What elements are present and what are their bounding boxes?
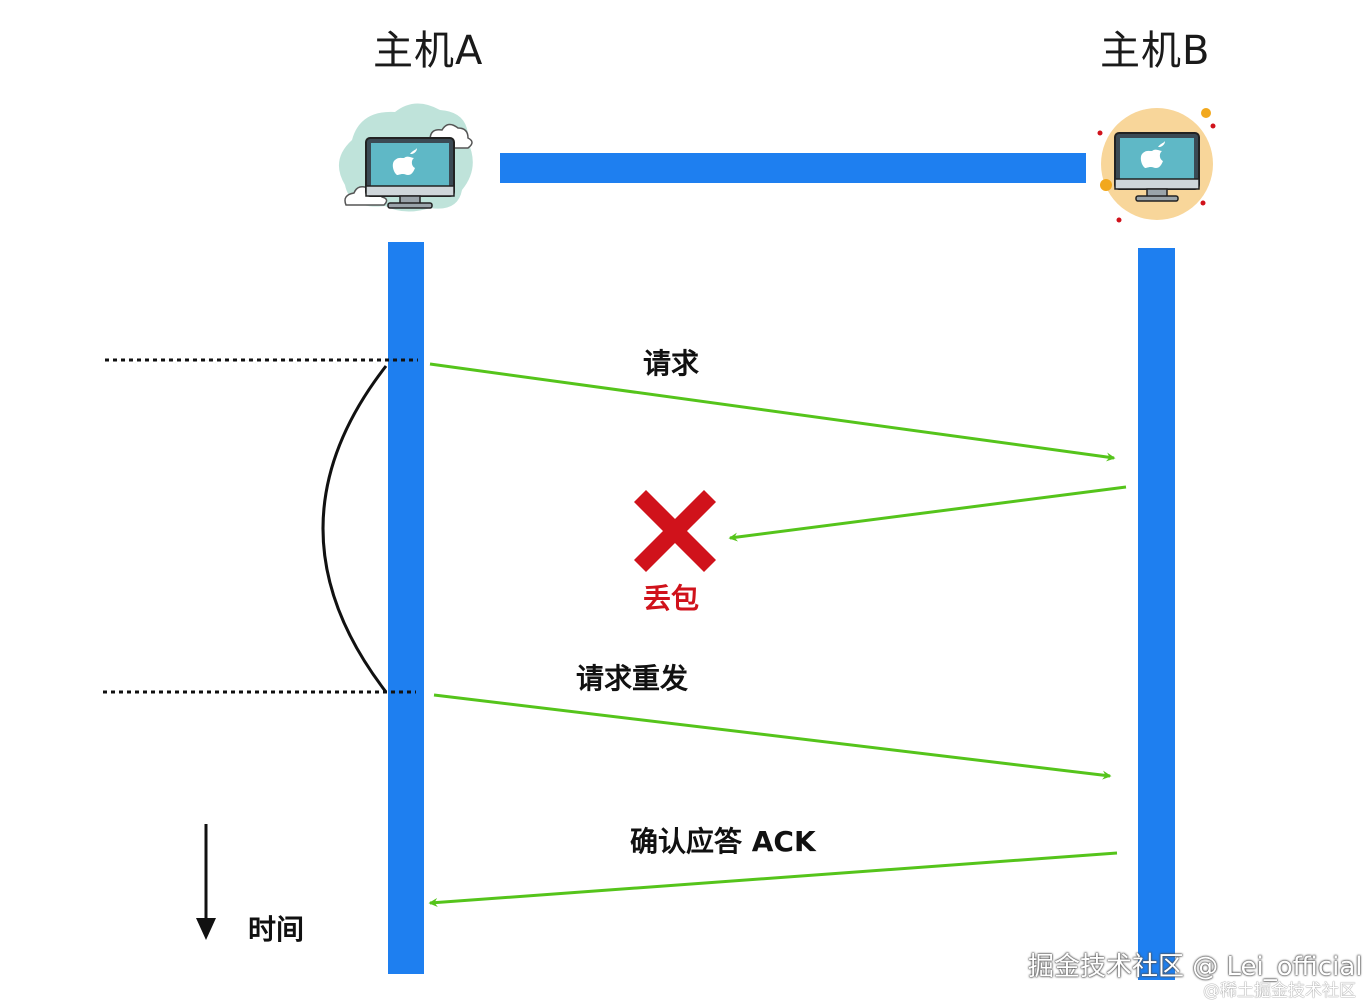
ack-label: 确认应答 ACK [630, 825, 816, 858]
lost-packet-label: 丢包 [643, 582, 700, 615]
watermark-sub: @稀土掘金技术社区 [1203, 981, 1356, 1001]
host-a-computer-icon [338, 103, 473, 212]
host-link-bar [500, 153, 1086, 183]
ack-arrow [428, 851, 1118, 907]
host-b-computer-icon [1097, 108, 1216, 223]
watermark-main: 掘金技术社区 @ Lei_official [1028, 952, 1363, 982]
lifeline-b [1138, 248, 1175, 980]
timeout-arc [321, 365, 388, 693]
resend-label: 请求重发 [576, 662, 689, 695]
lost-cross-icon [633, 489, 717, 573]
resend-arrow [433, 693, 1112, 780]
time-arrow-down-icon [196, 824, 216, 940]
lifeline-a [388, 242, 424, 974]
request-label: 请求 [643, 347, 700, 380]
host-a-title: 主机A [373, 28, 484, 74]
host-b-title: 主机B [1100, 28, 1211, 74]
lost-reply-arrow [728, 485, 1127, 542]
request-arrow [429, 362, 1116, 462]
time-label: 时间 [248, 913, 305, 946]
